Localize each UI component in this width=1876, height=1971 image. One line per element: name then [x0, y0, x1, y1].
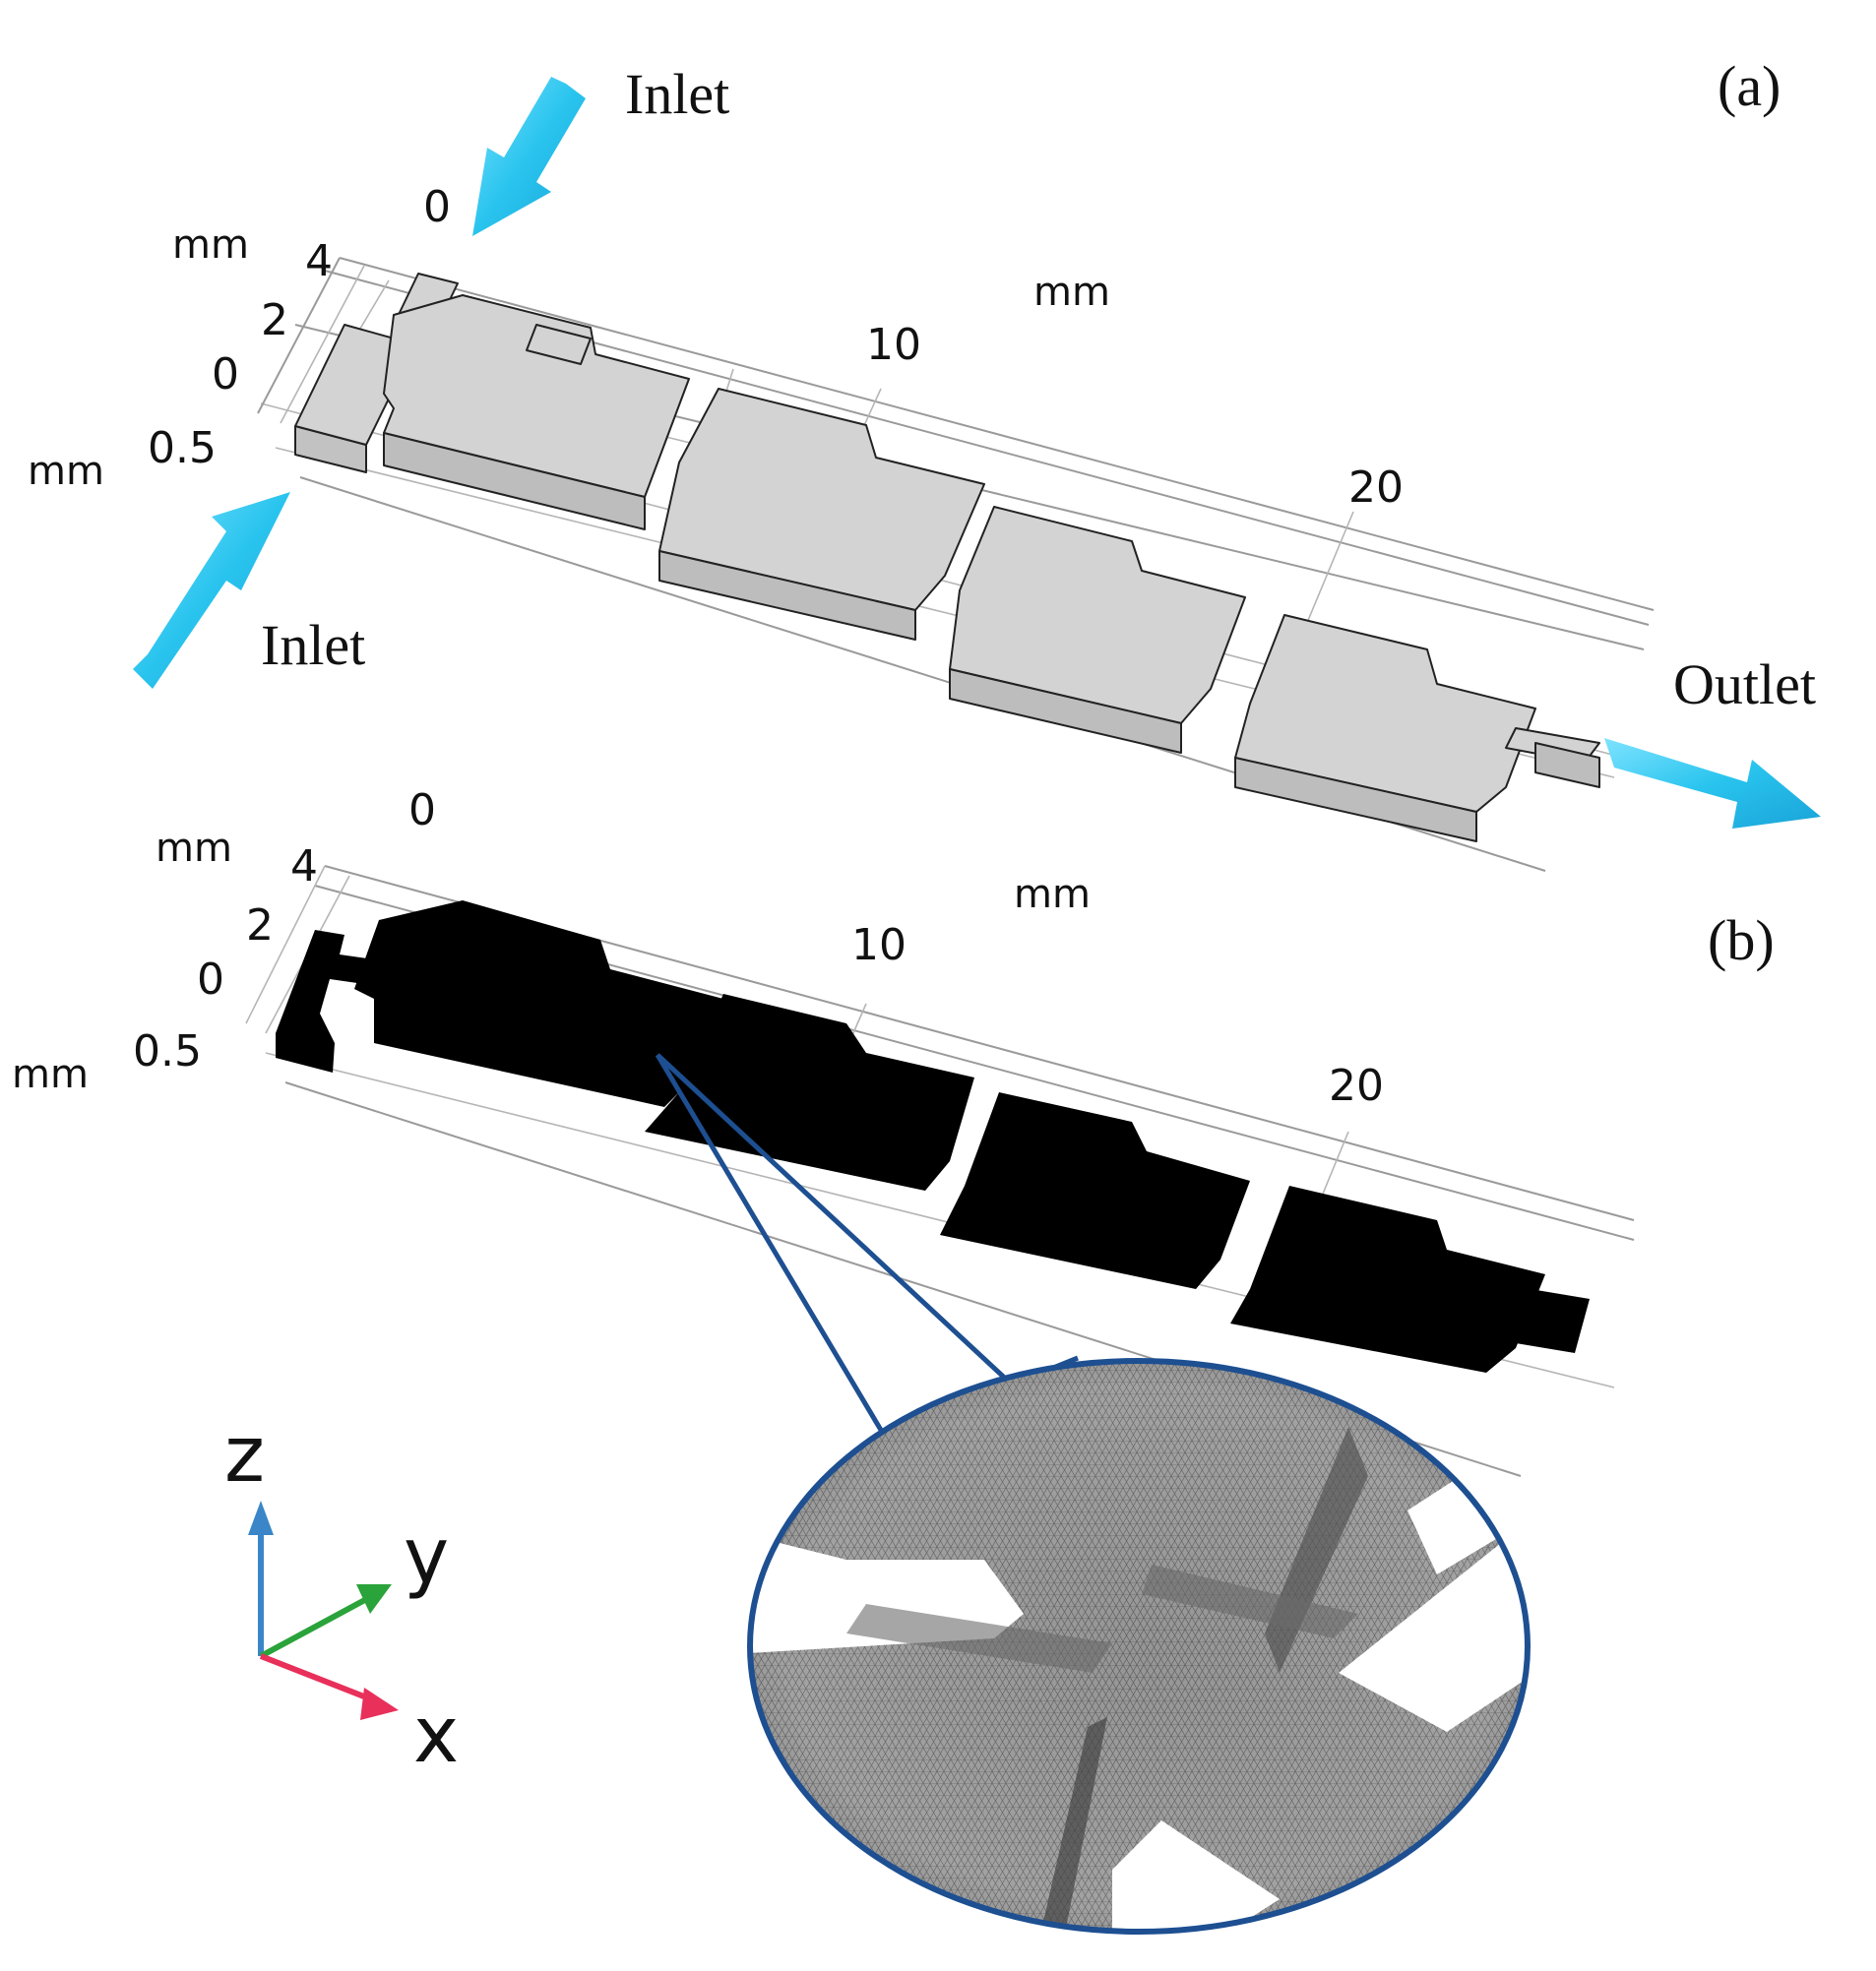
panel-b-len-tick-20: 20 [1329, 1061, 1384, 1111]
meshed-geometry [276, 900, 1590, 1373]
axis-triad: z y x [224, 1411, 459, 1780]
panel-a-len-tick-20: 20 [1348, 462, 1404, 513]
zoom-callout [655, 1053, 1531, 1935]
panel-b-width-tick-2: 2 [246, 900, 274, 951]
panel-b-width-tick-0: 0 [197, 955, 224, 1005]
panel-b-width-tick-4: 4 [290, 841, 318, 892]
panel-b-len-unit: mm [1014, 872, 1091, 917]
triad-y-label: y [404, 1512, 449, 1601]
mesh-detail [750, 1361, 1528, 1932]
panel-a-len-unit: mm [1033, 270, 1110, 315]
panel-b-height-tick: 0.5 [133, 1026, 202, 1077]
x-arrow-head [360, 1688, 399, 1720]
panel-b: (b) 0 10 20 mm mm 4 2 0 [12, 785, 1775, 1477]
outlet-arrow [1604, 738, 1821, 829]
panel-a-len-tick-10: 10 [866, 320, 921, 370]
panel-a: (a) [28, 54, 1821, 872]
channel-geometry [294, 273, 1600, 842]
panel-b-len-tick-10: 10 [851, 920, 907, 970]
panel-a-width-tick-0: 0 [212, 349, 239, 400]
inlet-bottom-arrow [133, 492, 290, 689]
z-arrow-head [248, 1501, 274, 1535]
panel-b-label: (b) [1708, 908, 1775, 972]
outlet-label: Outlet [1673, 652, 1816, 716]
panel-b-height-unit: mm [12, 1052, 89, 1097]
inlet-top-arrow [472, 77, 586, 236]
inlet-bottom-label: Inlet [261, 613, 365, 677]
panel-a-label: (a) [1718, 54, 1781, 118]
panel-a-len-tick-0: 0 [423, 182, 451, 232]
triad-x-label: x [413, 1692, 459, 1780]
triad-z-label: z [224, 1411, 265, 1500]
zoom-outline [747, 1358, 1531, 1935]
panel-a-height-unit: mm [28, 449, 104, 494]
panel-a-width-tick-2: 2 [261, 295, 288, 345]
panel-a-height-tick: 0.5 [148, 423, 217, 473]
panel-b-len-tick-0: 0 [408, 785, 436, 835]
panel-a-width-tick-4: 4 [305, 236, 333, 286]
inlet-top-label: Inlet [625, 62, 729, 126]
panel-a-width-unit: mm [172, 222, 249, 268]
panel-b-width-unit: mm [156, 826, 232, 871]
y-arrow-head [356, 1584, 392, 1614]
